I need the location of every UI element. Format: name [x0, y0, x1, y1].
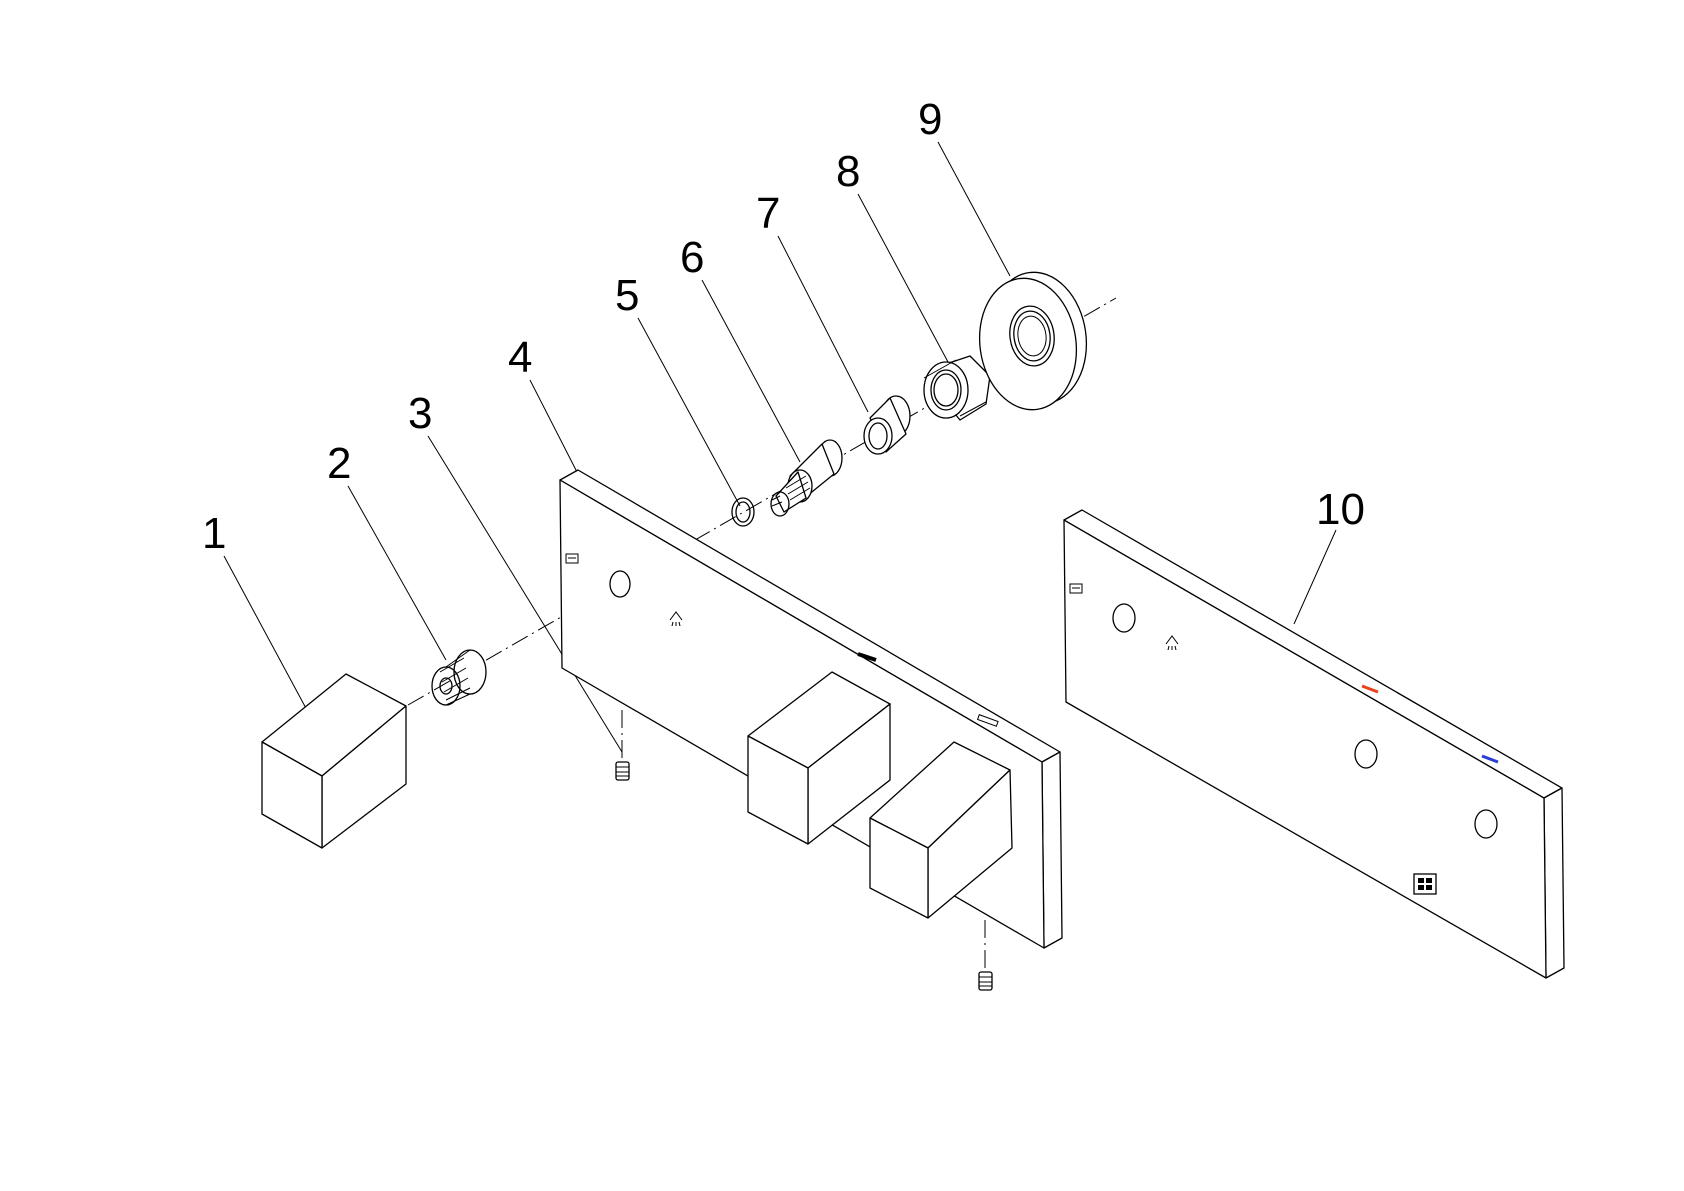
callout-1: 1	[202, 509, 309, 713]
plate10-hole-2	[1354, 739, 1378, 769]
leader-line-10	[1293, 529, 1337, 625]
callout-label-9: 9	[918, 95, 942, 144]
shower-head-icon	[669, 611, 683, 627]
leader-line-9	[937, 141, 1011, 277]
callout-2: 2	[327, 439, 447, 661]
leader-line-2	[347, 485, 447, 661]
plate10-hole-3	[1474, 809, 1498, 839]
callout-label-6: 6	[680, 233, 704, 282]
cube-left-face	[261, 741, 323, 849]
leader-line-1	[223, 555, 309, 713]
part-10-cover-plate	[1063, 509, 1565, 979]
set-screw-lower	[978, 971, 993, 991]
callout-label-8: 8	[836, 147, 860, 196]
part-6-cartridge	[770, 439, 843, 517]
callout-5: 5	[615, 271, 741, 507]
plate-hole	[609, 570, 631, 598]
callout-label-2: 2	[327, 439, 351, 488]
hand-shower-icon	[1069, 583, 1083, 594]
callout-label-7: 7	[756, 189, 780, 238]
brand-logo-icon	[1413, 873, 1437, 895]
cold-marker	[1481, 754, 1499, 764]
leader-line-5	[637, 317, 741, 507]
leader-line-6	[701, 279, 801, 463]
plate10-hole-1	[1112, 603, 1136, 633]
callout-3: 3	[408, 389, 623, 753]
leader-line-3	[427, 435, 623, 753]
part-5-ring	[731, 497, 755, 527]
plate-indicator-dark	[857, 652, 877, 662]
hand-shower-icon	[565, 553, 579, 564]
shower-head-icon	[1165, 635, 1179, 651]
plate-side-edge	[1041, 751, 1063, 949]
hot-marker	[1361, 684, 1379, 694]
callout-7: 7	[756, 189, 869, 413]
callout-label-3: 3	[408, 389, 432, 438]
cover-plate-assembled	[559, 469, 1063, 949]
part-1-handle-cube	[261, 673, 407, 849]
callout-label-10: 10	[1316, 485, 1365, 534]
callout-10: 10	[1293, 485, 1365, 625]
callout-label-4: 4	[508, 333, 532, 382]
part-2-adapter	[431, 649, 487, 706]
leader-line-7	[777, 235, 869, 413]
callout-4: 4	[508, 333, 579, 475]
part-3-set-screw	[615, 761, 630, 781]
handle-cube-upper	[747, 671, 891, 845]
callout-label-5: 5	[615, 271, 639, 320]
part-7-sleeve	[863, 395, 911, 455]
callout-9: 9	[918, 95, 1011, 277]
leader-line-8	[857, 193, 949, 363]
plate10-side-edge	[1543, 787, 1565, 979]
part-9-rosette	[978, 271, 1088, 411]
callout-6: 6	[680, 233, 801, 463]
plate-indicator-light	[976, 714, 999, 727]
part-8-nut	[923, 355, 991, 421]
handle-cube-lower	[869, 741, 1013, 919]
callout-label-1: 1	[202, 509, 226, 558]
plate10-front-face	[1063, 519, 1547, 979]
leader-line-4	[529, 379, 579, 475]
assembly-axis	[407, 297, 1117, 706]
callout-8: 8	[836, 147, 949, 363]
